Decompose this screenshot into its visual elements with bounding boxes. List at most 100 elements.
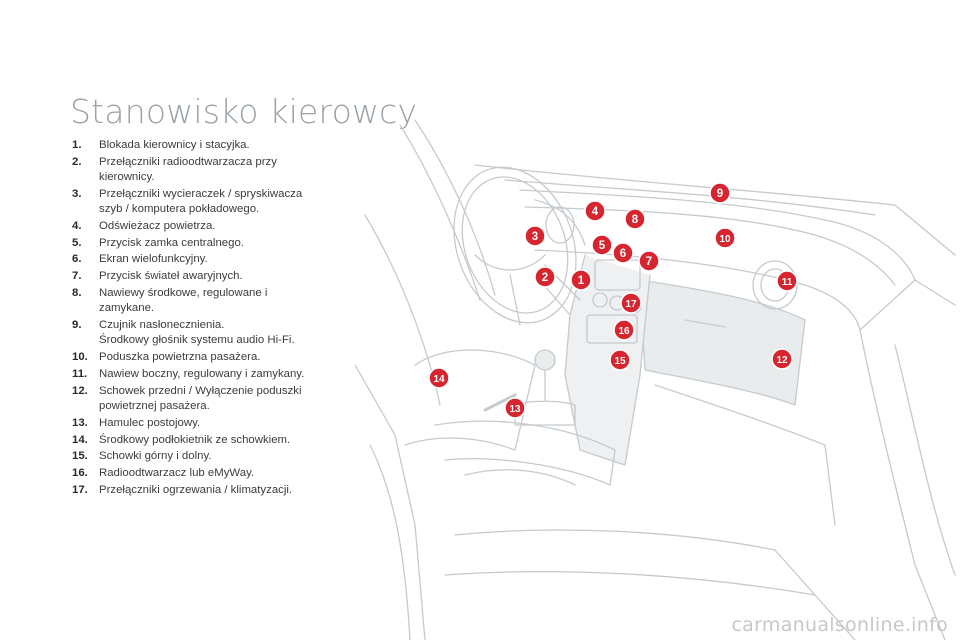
callout-circle: [534, 266, 556, 288]
legend-item: 2. Przełączniki radioodtwarzacza przy kier…: [72, 155, 362, 185]
legend-item-text: Poduszka powietrzna pasażera.: [99, 351, 261, 364]
callout-number: 1: [578, 275, 585, 287]
callout-number: 8: [632, 214, 639, 226]
legend-item-number: 1.: [72, 139, 82, 151]
legend-item-number: 15.: [72, 450, 88, 463]
callout-badge-2: 2: [534, 266, 556, 288]
callout-circle: [638, 250, 660, 272]
callout-badge-4: 4: [584, 200, 606, 222]
callout-badge-7: 7: [638, 250, 660, 272]
callout-circle: [428, 367, 450, 389]
legend-item-number: 3.: [72, 187, 82, 200]
callout-badge-10: 10: [714, 227, 736, 249]
legend-item: 8. Nawiewy środkowe, regulowane i zamykane…: [72, 286, 362, 316]
legend-item: 3. Przełączniki wycieraczek / spryskiwacz…: [72, 187, 362, 217]
callout-circle: [620, 292, 642, 314]
legend-item-number: 12.: [72, 384, 88, 397]
callout-circle: [709, 182, 731, 204]
legend-item: 4. Odświeżacz powietrza.: [72, 219, 362, 234]
legend-item-number: 2.: [72, 155, 82, 168]
callout-circle: [714, 227, 736, 249]
callout-circle: [609, 349, 631, 371]
callout-number: 13: [509, 404, 521, 415]
legend-item: 10. Poduszka powietrzna pasażera.: [72, 350, 362, 365]
callout-number: 4: [592, 206, 599, 218]
watermark-text: carmanualsonline.info: [731, 614, 948, 636]
legend-item-number: 10.: [72, 351, 88, 364]
legend-item-number: 5.: [72, 236, 82, 249]
legend-item-text: powietrznej pasażera.: [99, 399, 210, 412]
callout-badge-5: 5: [591, 234, 613, 256]
callout-number: 11: [782, 277, 793, 288]
callout-number: 2: [542, 272, 548, 284]
legend-item-text: Schowki górny i dolny.: [99, 450, 212, 463]
legend-item-number: 17.: [72, 484, 88, 497]
callout-number: 6: [620, 248, 626, 260]
callout-number: 14: [433, 374, 445, 385]
callout-badge-12: 12: [771, 348, 793, 370]
legend-item-text: Hamulec postojowy.: [99, 416, 201, 429]
legend-item: 15. Schowki górny i dolny.: [72, 449, 362, 464]
callout-badge-16: 16: [613, 319, 635, 341]
callout-circle: [504, 397, 526, 419]
callout-circle: [771, 348, 793, 370]
legend-item-text: Schowek przedni / Wyłączenie poduszki: [99, 384, 302, 397]
callout-badge-15: 15: [609, 349, 631, 371]
legend-item: 12. Schowek przedni / Wyłączenie poduszki…: [72, 384, 362, 414]
legend-item-text: zamykane.: [99, 302, 155, 315]
callout-circle: [613, 319, 635, 341]
legend-item: 6. Ekran wielofunkcyjny.: [72, 252, 362, 267]
legend-item-text: Przycisk zamka centralnego.: [99, 236, 244, 249]
callout-circle: [524, 225, 546, 247]
callout-badge-6: 6: [612, 242, 634, 264]
legend-item-text: Ekran wielofunkcyjny.: [99, 253, 208, 266]
legend-item-text: kierownicy.: [99, 170, 155, 183]
legend-item-number: 9.: [72, 319, 82, 332]
callout-number: 10: [719, 234, 731, 245]
callout-badge-14: 14: [428, 367, 450, 389]
callout-number: 5: [599, 240, 606, 252]
legend-item-number: 13.: [72, 416, 88, 429]
callout-circle: [624, 208, 646, 230]
legend-item-number: 7.: [72, 270, 82, 283]
legend-item-text: Nawiew boczny, regulowany i zamykany.: [99, 367, 305, 380]
callout-badge-1: 1: [570, 269, 592, 291]
legend-list: 1. Blokada kierownicy i stacyjka. 2. Przełą…: [72, 138, 362, 500]
legend-item-number: 4.: [72, 219, 82, 232]
legend-item-text: Przełączniki wycieraczek / spryskiwacza: [99, 187, 303, 200]
callout-number: 7: [646, 256, 652, 268]
callout-number: 17: [625, 299, 637, 310]
callout-badge-8: 8: [624, 208, 646, 230]
legend-item: 7. Przycisk świateł awaryjnych.: [72, 269, 362, 284]
legend-item-text: Odświeżacz powietrza.: [99, 219, 216, 232]
legend-item-text: Blokada kierownicy i stacyjka.: [99, 139, 250, 151]
legend-item-text: Środkowy głośnik systemu audio Hi-Fi.: [99, 334, 295, 347]
callout-badge-13: 13: [504, 397, 526, 419]
legend-item: 9.Czujnik nasłonecznienia.Środkowy głośn…: [72, 318, 362, 348]
legend-item: 16.Radioodtwarzacz lub eMyWay.: [72, 466, 362, 481]
callout-badge-11: 11: [776, 270, 798, 292]
callout-circle: [584, 200, 606, 222]
legend-item: 1. Blokada kierownicy i stacyjka.: [72, 138, 362, 153]
legend-item: 5. Przycisk zamka centralnego.: [72, 236, 362, 251]
legend-item-text: Przycisk świateł awaryjnych.: [99, 270, 243, 283]
callout-badge-17: 17: [620, 292, 642, 314]
legend-item-number: 14.: [72, 433, 88, 446]
callout-number: 3: [532, 231, 538, 243]
legend-item-number: 11.: [72, 367, 88, 380]
callout-circle: [591, 234, 613, 256]
legend-item-text: Przełączniki ogrzewania / klimatyzacji.: [99, 484, 293, 497]
callout-circle: [776, 270, 798, 292]
legend-item: 13. Hamulec postojowy.: [72, 416, 362, 431]
legend-item-number: 6.: [72, 253, 82, 266]
legend-item: 11. Nawiew boczny, regulowany i zamykany.: [72, 367, 362, 382]
callout-number: 15: [614, 356, 626, 367]
legend-item-text: Przełączniki radioodtwarzacza przy: [99, 155, 277, 168]
legend-item-text: Radioodtwarzacz lub eMyWay.: [99, 467, 255, 480]
callout-number: 16: [618, 326, 630, 337]
legend-item-text: Nawiewy środkowe, regulowane i: [99, 287, 268, 300]
callout-number: 9: [717, 188, 723, 200]
legend-item-number: 8.: [72, 287, 82, 300]
